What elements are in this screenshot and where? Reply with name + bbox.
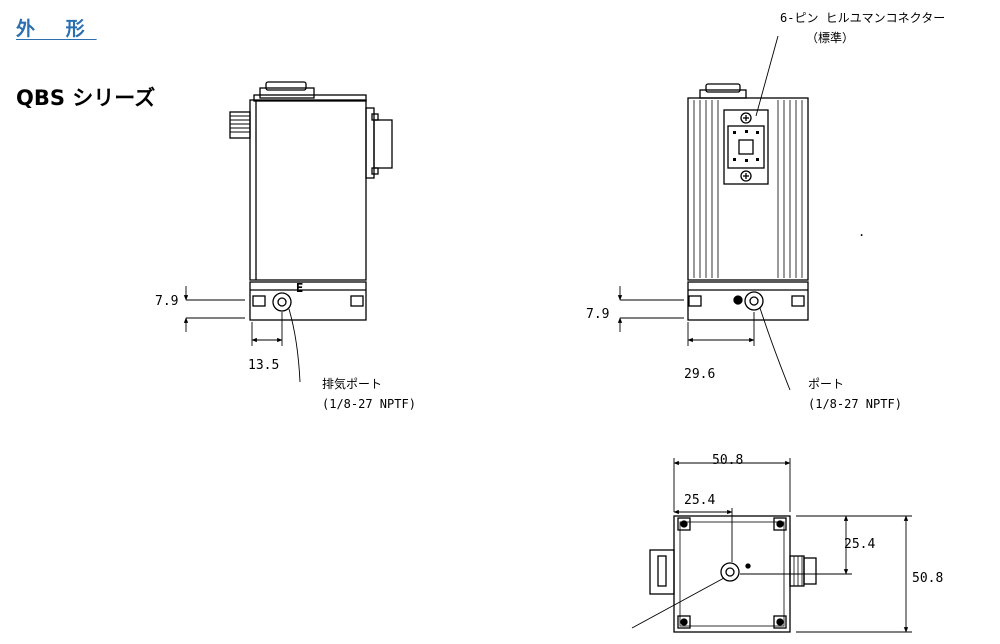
front-dim-height: 7.9: [155, 294, 178, 309]
bottom-view: [631, 458, 912, 633]
bottom-dim-top-overall: 50.8: [712, 453, 743, 468]
connector-pins: [733, 130, 759, 162]
front-dim-width: 13.5: [248, 358, 279, 373]
side-dim-width: 29.6: [684, 367, 715, 382]
side-dot-mark: .: [858, 225, 865, 239]
connector-label: 6-ピン ヒルユマンコネクター: [780, 11, 945, 25]
front-marking: E: [296, 281, 303, 295]
front-view: [183, 81, 393, 383]
exhaust-port-label: 排気ポート: [322, 376, 382, 391]
side-view: [617, 35, 809, 391]
series-title: QBS シリーズ: [16, 86, 156, 110]
exhaust-port-spec: (1/8-27 NPTF): [322, 397, 416, 411]
side-port-spec: (1/8-27 NPTF): [808, 397, 902, 411]
section-heading: 外 形: [16, 18, 97, 40]
thread-lines-left: [230, 115, 250, 133]
cooling-fins: [693, 100, 803, 278]
bottom-dim-right-overall: 50.8: [912, 571, 943, 586]
connector-note: （標準）: [806, 30, 854, 45]
bottom-dim-right-half: 25.4: [844, 537, 875, 552]
side-dim-height: 7.9: [586, 307, 609, 322]
side-port-label: ポート: [808, 377, 844, 391]
bottom-dim-top-half: 25.4: [684, 493, 715, 508]
